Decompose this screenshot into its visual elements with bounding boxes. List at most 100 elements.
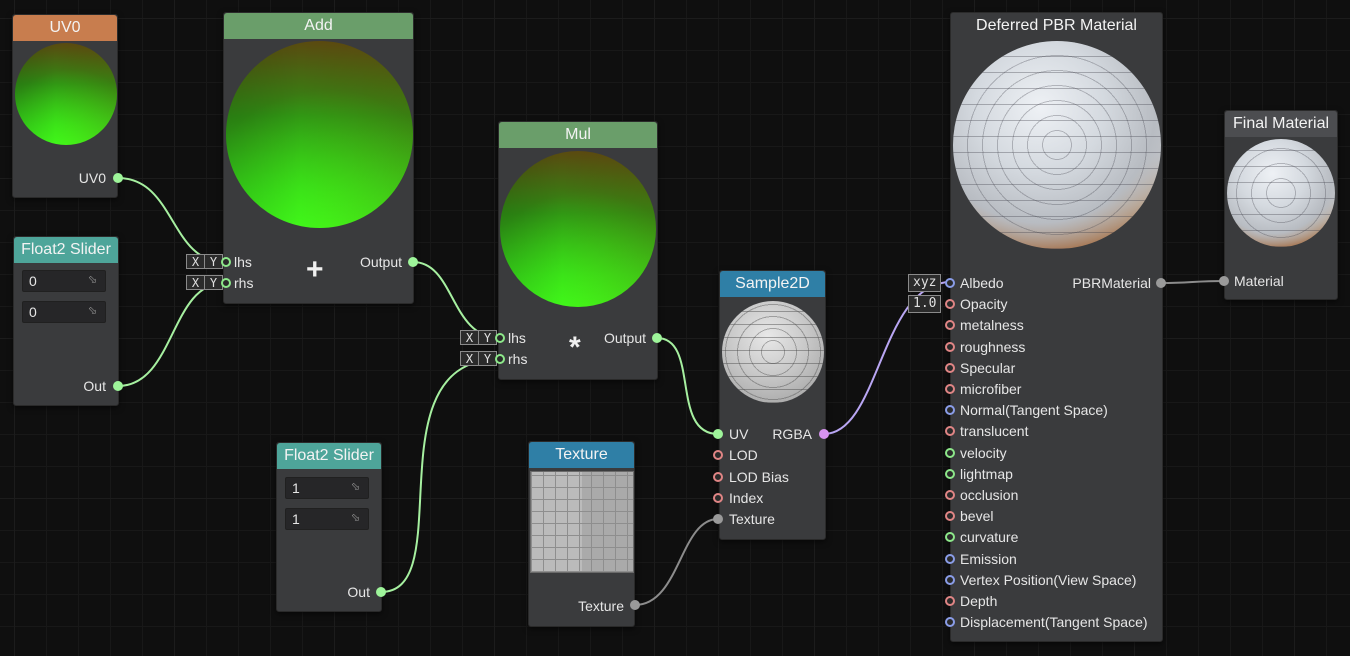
float2-slider-a-y-value: 0 xyxy=(29,304,37,320)
sample2d-node-title: Sample2D xyxy=(720,271,825,297)
sample2d-index-pin[interactable] xyxy=(713,493,723,503)
add-output-pin[interactable] xyxy=(408,257,418,267)
texture-output-pin[interactable] xyxy=(630,600,640,610)
mul-output-label: Output xyxy=(603,330,646,346)
mul-node[interactable]: Mul xyxy=(498,121,658,380)
pbr-translucent-pin[interactable] xyxy=(945,426,955,437)
wire-add-to-mul-lhs[interactable] xyxy=(412,261,501,339)
float2-slider-a-output-label: Out xyxy=(83,378,106,394)
pbr-occlusion-label: occlusion xyxy=(960,487,1019,503)
pbr-material-title: Deferred PBR Material xyxy=(951,13,1162,39)
sample2d-lod-bias-pin[interactable] xyxy=(713,472,723,482)
swizzle-x: X xyxy=(460,351,479,366)
pbr-occlusion-pin[interactable] xyxy=(945,490,955,500)
pbr-specular-pin[interactable] xyxy=(945,362,955,373)
uv0-node[interactable]: UV0 xyxy=(12,14,118,198)
float2-slider-b-y-field[interactable]: 1 ⬂ xyxy=(285,508,369,530)
wire-pbr-to-final[interactable] xyxy=(1160,280,1225,284)
mul-node-title: Mul xyxy=(499,122,657,148)
sample2d-lod-pin[interactable] xyxy=(713,450,723,460)
float2-slider-b-x-field[interactable]: 1 ⬂ xyxy=(285,477,369,499)
float2-slider-b-title: Float2 Slider xyxy=(277,443,381,469)
pbr-vertex-position-pin[interactable] xyxy=(945,574,955,585)
sample2d-node[interactable]: Sample2D xyxy=(719,270,826,540)
pbr-velocity-label: velocity xyxy=(960,444,1007,461)
pbr-translucent-label: translucent xyxy=(960,423,1029,440)
pbr-preview-sphere xyxy=(953,41,1161,249)
uv0-preview-sphere xyxy=(15,43,117,145)
sample2d-preview-sphere xyxy=(722,301,824,403)
swizzle-x: X xyxy=(460,330,479,345)
resize-arrow-icon: ⬂ xyxy=(351,481,361,493)
swizzle-x: X xyxy=(186,254,205,269)
pbr-lightmap-label: lightmap xyxy=(960,465,1013,482)
wire-float2a-to-add-rhs[interactable] xyxy=(117,282,225,387)
wire-texture-to-sample-texture[interactable] xyxy=(634,518,719,606)
pbr-emission-label: Emission xyxy=(960,550,1017,567)
sample2d-lod-bias-label: LOD Bias xyxy=(729,469,789,485)
sample2d-uv-pin[interactable] xyxy=(713,429,723,439)
sample2d-uv-label: UV xyxy=(729,426,749,442)
pbr-curvature-pin[interactable] xyxy=(945,532,955,543)
add-rhs-pin[interactable] xyxy=(221,278,231,288)
mul-lhs-label: lhs xyxy=(508,330,526,346)
pbr-depth-pin[interactable] xyxy=(945,596,955,606)
float2-slider-node-b[interactable]: Float2 Slider 1 ⬂ 1 ⬂ xyxy=(276,442,382,612)
wire-mul-to-sample-uv[interactable] xyxy=(656,337,719,435)
final-material-node[interactable]: Final Material xyxy=(1224,110,1338,300)
sample2d-texture-label: Texture xyxy=(729,511,775,527)
sample2d-index-label: Index xyxy=(729,490,764,506)
float2-slider-a-x-value: 0 xyxy=(29,273,37,289)
resize-arrow-icon: ⬂ xyxy=(351,512,361,524)
add-node-title: Add xyxy=(224,13,413,39)
float2-slider-a-x-field[interactable]: 0 ⬂ xyxy=(22,270,106,292)
pbr-displacement-pin[interactable] xyxy=(945,617,955,628)
pbr-opacity-pin[interactable] xyxy=(945,299,955,310)
wire-uv0-to-add-lhs[interactable] xyxy=(117,177,225,263)
pbr-roughness-pin[interactable] xyxy=(945,341,955,352)
pbr-microfiber-pin[interactable] xyxy=(945,384,955,394)
pbr-normal-pin[interactable] xyxy=(945,405,955,416)
wire-float2b-to-mul-rhs[interactable] xyxy=(380,358,501,593)
pbr-metalness-pin[interactable] xyxy=(945,320,955,331)
uv0-output-pin[interactable] xyxy=(113,173,123,183)
pbr-normal-label: Normal(Tangent Space) xyxy=(960,402,1108,419)
pbr-specular-label: Specular xyxy=(960,359,1016,376)
pbr-material-node[interactable]: Deferred PBR Material xyxy=(950,12,1163,642)
mul-output-pin[interactable] xyxy=(652,333,662,343)
pbr-lightmap-pin[interactable] xyxy=(945,468,955,479)
float2-slider-b-y-value: 1 xyxy=(292,511,300,527)
pbr-opacity-label: Opacity xyxy=(960,296,1008,313)
add-preview-sphere xyxy=(226,41,413,228)
pbr-velocity-pin[interactable] xyxy=(945,447,955,458)
add-output-label: Output xyxy=(359,254,402,270)
float2-slider-node-a[interactable]: Float2 Slider 0 ⬂ 0 ⬂ xyxy=(13,236,119,406)
add-lhs-pin[interactable] xyxy=(221,257,231,267)
pbr-emission-pin[interactable] xyxy=(945,553,955,564)
pbr-bevel-pin[interactable] xyxy=(945,511,955,522)
final-material-input-pin[interactable] xyxy=(1219,276,1229,286)
float2-slider-b-output-pin[interactable] xyxy=(376,587,386,597)
add-rhs-label: rhs xyxy=(234,275,254,291)
texture-node[interactable]: Texture xyxy=(528,441,635,627)
add-node[interactable]: Add xyxy=(223,12,414,304)
sample2d-texture-pin[interactable] xyxy=(713,514,723,524)
pbr-albedo-pin[interactable] xyxy=(945,278,955,288)
pbr-depth-label: Depth xyxy=(960,593,998,609)
pbr-curvature-label: curvature xyxy=(960,529,1019,546)
add-operator: + xyxy=(306,253,324,286)
mul-rhs-pin[interactable] xyxy=(495,354,505,364)
pbr-output-pin[interactable] xyxy=(1156,278,1166,288)
pbr-albedo-swizzle[interactable]: xyz xyxy=(908,274,942,292)
sample2d-rgba-pin[interactable] xyxy=(819,429,829,439)
float2-slider-a-y-field[interactable]: 0 ⬂ xyxy=(22,301,106,323)
mul-lhs-pin[interactable] xyxy=(495,333,505,343)
mul-rhs-label: rhs xyxy=(508,351,528,367)
float2-slider-a-output-pin[interactable] xyxy=(113,381,123,391)
pbr-bevel-label: bevel xyxy=(960,508,994,525)
pbr-opacity-value[interactable]: 1.0 xyxy=(908,295,942,313)
